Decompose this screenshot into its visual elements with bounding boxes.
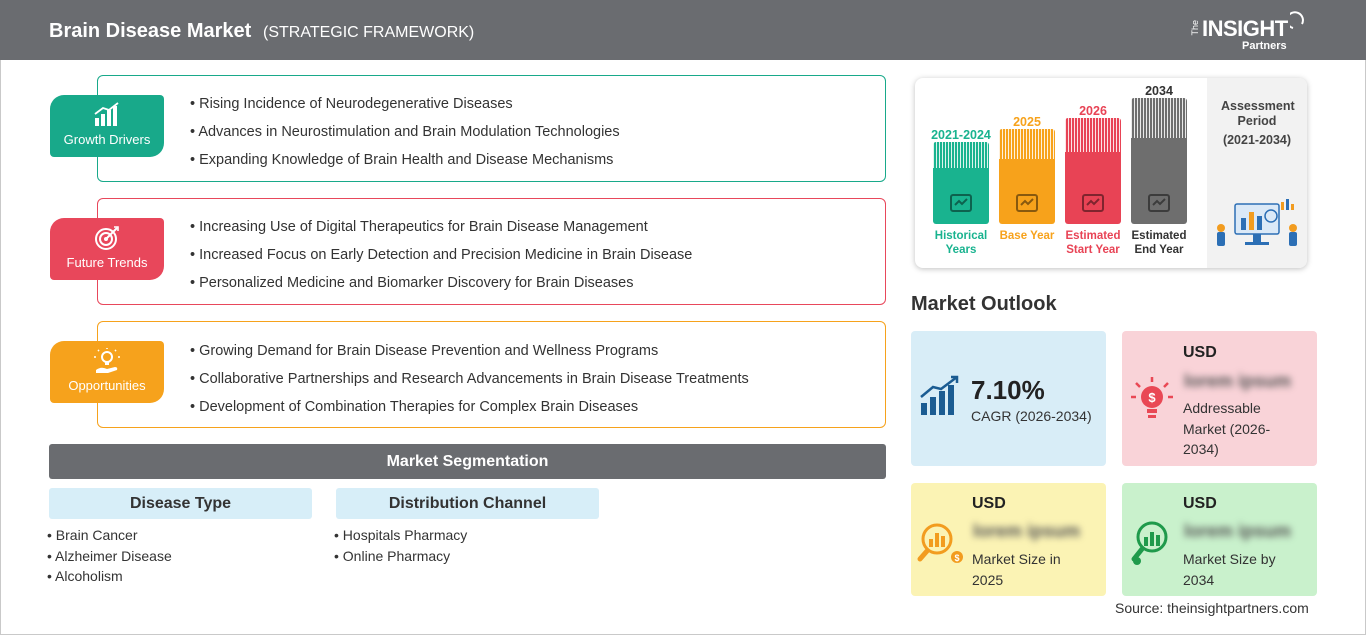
presentation-icon [1082, 194, 1104, 212]
assessment-period-panel: Assessment Period (2021-2034) [1207, 78, 1307, 268]
history-icon [950, 194, 972, 212]
magnifier-growth-icon [1131, 521, 1168, 565]
list-item: Hospitals Pharmacy [334, 527, 468, 548]
list-item: Growing Demand for Brain Disease Prevent… [190, 342, 749, 370]
header-bar: Brain Disease Market (STRATEGIC FRAMEWOR… [0, 0, 1366, 60]
cagr-label: CAGR (2026-2034) [971, 408, 1092, 424]
addressable-market-card: $ USD lorem ipsum Addressable Market (20… [1122, 331, 1317, 466]
market-size-2025-card: $ USD lorem ipsum Market Size in 2025 [911, 483, 1106, 596]
calendar-icon [1016, 194, 1038, 212]
size-2034-label: Market Size by 2034 [1183, 551, 1276, 588]
timeline-caption: Historical Years [934, 230, 988, 256]
addressable-label: Addressable Market (2026-2034) [1183, 400, 1271, 457]
disease-type-header: Disease Type [49, 488, 312, 519]
assessment-title: Assessment Period [1221, 99, 1295, 128]
list-item: Online Pharmacy [334, 548, 467, 569]
list-item: Advances in Neurostimulation and Brain M… [190, 123, 619, 151]
list-item: Expanding Knowledge of Brain Health and … [190, 151, 620, 179]
list-item: Collaborative Partnerships and Research … [190, 370, 749, 398]
opportunities-list: Growing Demand for Brain Disease Prevent… [190, 342, 749, 426]
size-2025-label: Market Size in 2025 [972, 551, 1061, 588]
timeline-caption: Base Year [999, 230, 1055, 242]
magnifier-dollar-icon: $ [917, 523, 963, 563]
target-icon [95, 226, 119, 250]
addressable-currency: USD [1183, 344, 1217, 361]
timeline-year-label: 2025 [1013, 115, 1041, 129]
timeline-year-label: 2034 [1145, 84, 1173, 98]
monitor-chart-icon [1148, 194, 1170, 212]
timeline-bar [999, 129, 1055, 224]
growth-drivers-badge: Growth Drivers [50, 95, 164, 157]
timeline-caption: Estimated End Year [1131, 230, 1187, 256]
page-title: Brain Disease Market [49, 20, 252, 42]
list-item: Increased Focus on Early Detection and P… [190, 246, 692, 274]
disease-type-list: Brain Cancer Alzheimer Disease Alcoholis… [47, 527, 172, 589]
bar-chart-growth-icon [94, 102, 119, 126]
page-subtitle: (STRATEGIC FRAMEWORK) [263, 24, 475, 41]
insight-partners-logo: The INSIGHT Partners [1190, 10, 1310, 54]
timeline-year-label: 2026 [1079, 104, 1107, 118]
distribution-channel-list: Hospitals Pharmacy Online Pharmacy [334, 527, 468, 569]
timeline-bar [1065, 118, 1121, 224]
growth-chart-icon [920, 375, 959, 415]
market-segmentation-bar: Market Segmentation [49, 444, 886, 479]
future-trends-badge: Future Trends [50, 218, 164, 280]
source-note: Source: theinsightpartners.com [1115, 600, 1309, 616]
addressable-value: lorem ipsum [1184, 371, 1292, 391]
timeline-caption: Estimated Start Year [1065, 230, 1121, 256]
lightbulb-hand-icon [94, 348, 120, 373]
market-outlook-title: Market Outlook [911, 293, 1057, 315]
badge-label: Opportunities [68, 378, 146, 393]
list-item: Personalized Medicine and Biomarker Disc… [190, 274, 692, 302]
future-trends-list: Increasing Use of Digital Therapeutics f… [190, 218, 692, 302]
market-size-2034-card: USD lorem ipsum Market Size by 2034 [1122, 483, 1317, 596]
size-2025-currency: USD [972, 495, 1006, 512]
badge-label: Growth Drivers [63, 132, 151, 147]
growth-drivers-list: Rising Incidence of Neurodegenerative Di… [190, 95, 620, 179]
timeline-bar [933, 142, 989, 224]
timeline-bar [1131, 98, 1187, 224]
list-item: Brain Cancer [47, 527, 172, 548]
list-item: Alzheimer Disease [47, 548, 172, 569]
list-item: Development of Combination Therapies for… [190, 398, 749, 426]
svg-text:$: $ [1148, 390, 1156, 405]
timeline-year-label: 2021-2024 [931, 128, 991, 142]
list-item: Rising Incidence of Neurodegenerative Di… [190, 95, 620, 123]
distribution-channel-header: Distribution Channel [336, 488, 599, 519]
assessment-period: (2021-2034) [1222, 133, 1292, 147]
size-2034-currency: USD [1183, 495, 1217, 512]
badge-label: Future Trends [66, 255, 148, 270]
svg-text:$: $ [954, 553, 959, 563]
size-2034-value: lorem ipsum [1184, 521, 1292, 541]
logo-arc-icon [1290, 11, 1304, 29]
cagr-value: 7.10% [971, 375, 1045, 405]
cagr-card: 7.10% CAGR (2026-2034) [911, 331, 1106, 466]
opportunities-badge: Opportunities [50, 341, 164, 403]
dollar-lightbulb-icon: $ [1131, 377, 1173, 418]
list-item: Increasing Use of Digital Therapeutics f… [190, 218, 692, 246]
list-item: Alcoholism [47, 568, 172, 589]
size-2025-value: lorem ipsum [973, 521, 1081, 541]
analyst-illustration-icon [1217, 199, 1297, 246]
